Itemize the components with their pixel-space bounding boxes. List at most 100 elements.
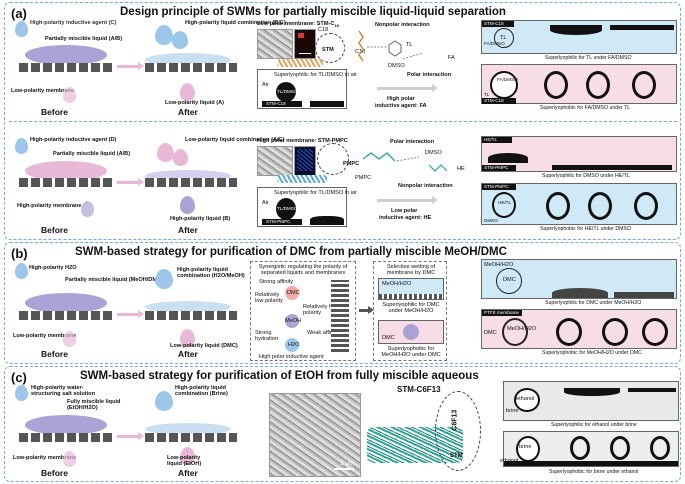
relatively-high: Relatively high polarity [303, 304, 340, 317]
stm-bar-2 [482, 98, 516, 104]
liquid-drop-after [180, 83, 195, 101]
before-label-b: Before [41, 225, 68, 235]
liquid-label-pc: Low-polarity liquid (EtOH) [167, 455, 202, 468]
weak-affinity: Weak affinity [307, 330, 339, 336]
dmc-node-label: DMC [287, 290, 300, 296]
stm-label: STM [322, 47, 334, 53]
membrane-label-b: High-polarity membrane [17, 203, 82, 209]
result-top-2: FA/DMSO TL STM-C18 [481, 64, 677, 104]
spread-pb1b [614, 292, 674, 298]
membrane-b-before [19, 178, 115, 187]
sup-meoh-text: Superlyophobic for MeOH/H2O under DMC [381, 346, 441, 359]
agent-label: High-polarity inductive agent (C) [30, 20, 117, 26]
stm-c-label: STM [450, 453, 463, 459]
before-label-pb: Before [41, 349, 68, 359]
dmc-node [285, 286, 299, 300]
ptfe-label: PTFE membrane [484, 310, 519, 315]
eds-image-pmpc [294, 146, 316, 176]
air-label: Air [262, 82, 269, 88]
after-label-pc: After [178, 468, 198, 478]
stm-bar-b2 [482, 184, 516, 190]
drop-pb2d [642, 318, 668, 346]
membrane-pc-after [145, 433, 237, 442]
h2o-label: High-polarity H2O [29, 265, 77, 271]
dmso-r2: DMSO [484, 218, 498, 223]
spread-r1b [610, 25, 674, 30]
h2o-drop [15, 263, 28, 279]
inductive-fa-label: inductive agent: FA [375, 103, 427, 109]
membrane-pc-before [19, 433, 115, 442]
panel-b-label: (b) [11, 246, 28, 261]
combo-label-pb: High-polarity liquid combination (H2O/Me… [177, 267, 245, 280]
mem-title-b: High polar membrane: STM-PMPC [257, 138, 348, 144]
after-label-b: After [178, 225, 198, 235]
membrane-label: Low-polarity membrane [11, 88, 75, 94]
process-arrow-pb [117, 310, 144, 318]
sem-image-c18 [257, 29, 293, 59]
combo-film-pb [145, 301, 231, 313]
selective-text: Selective wetting of membrane by DMC [386, 264, 436, 277]
mechanism-arrow [359, 306, 374, 314]
fadmso-r2: FA/DMSO [497, 77, 518, 82]
drop-r2d [632, 71, 656, 99]
spread-pc1 [564, 388, 620, 396]
substrate-left [262, 101, 302, 107]
polar-link [402, 52, 424, 60]
membrane-label-pc: Low-polarity membrane [13, 455, 77, 461]
stm-bar-1 [482, 21, 514, 27]
low-polar-label: Low polar [391, 208, 418, 214]
drop-pb2b [556, 318, 582, 346]
pmpc-label: PMPC [343, 161, 360, 167]
selective-top: MeOH/H2O [378, 278, 444, 300]
nonpolar-label: Nonpolar interaction [375, 22, 430, 28]
interaction-svg-b [362, 152, 448, 172]
c18-chain [358, 30, 364, 62]
sup-air-caption: Superlyophilic for TL/DMSO in air [274, 72, 357, 78]
dmc-r2: DMC [484, 330, 497, 336]
etoh-drop-before [63, 451, 76, 467]
panel-a-title: Design principle of SWMs for partially m… [120, 6, 506, 18]
he-chain [428, 164, 448, 172]
partial-label-pb: Partially miscible liquid (MeOH/DMC) [65, 277, 163, 283]
h2o-node [285, 338, 299, 352]
mem-title: Low polar membrane: STM-C18 [257, 21, 339, 29]
droplet-in-air [276, 82, 296, 102]
membrane-top-after [145, 63, 237, 72]
combo-drop [155, 25, 173, 45]
drop-b2c [588, 192, 612, 220]
result-pb-1: MeOH/H2O DMC [481, 259, 677, 299]
meoh-drop-r2 [502, 318, 528, 346]
fully-label: Fully miscible liquid (EtOH/H2O) [67, 399, 121, 412]
tl-drop-r1 [494, 28, 514, 48]
drop-pc2b [570, 436, 590, 460]
nonpolar-label-b: Nonpolar interaction [398, 183, 453, 189]
c6f13-label: C6F13 [451, 409, 459, 431]
membrane-column [331, 280, 349, 352]
fa-mol-label: FA [448, 55, 455, 61]
brine-film [145, 423, 231, 435]
combo-label-pc: High-polarity liquid combination (Brine) [175, 385, 228, 398]
inductive-he-label: inductive agent: HE [379, 215, 432, 221]
tl-mol-label: TL [406, 42, 413, 48]
high-polar-agent: High polar inductive agent [259, 354, 324, 360]
pmpc-chain [362, 152, 396, 162]
meoh-drop-selective [403, 324, 419, 340]
liquid-drop-b-after [180, 196, 195, 214]
polar-label: Polar interaction [407, 72, 452, 78]
liquid-label: Low-polarity liquid (A) [165, 100, 225, 106]
stm-pmpc-r1: STM-PMPC [484, 165, 509, 170]
he-label: HE [457, 166, 465, 172]
result-b-1: HE/TL STM-PMPC [481, 136, 677, 172]
meoh-h2o-r1: MeOH/H2O [484, 262, 514, 268]
stm-c18-r2: STM-C18 [484, 98, 504, 103]
sem-image-pmpc [257, 146, 293, 176]
salt-label: High-polarity water-structuring salt sol… [31, 385, 96, 398]
drop-r2b [544, 71, 568, 99]
interaction-arrow [377, 84, 438, 92]
result-pc-2-caption: Superlyophobic for brine under ethanol [549, 469, 639, 475]
liquid-label-b: High-polarity liquid (B) [170, 216, 231, 222]
tl-r2: TL [484, 92, 490, 97]
agent-label-b: High-polarity inductive agent (D) [30, 137, 117, 143]
relatively-low: Relatively low polarity [255, 292, 283, 305]
substrate-left-b [262, 219, 302, 225]
